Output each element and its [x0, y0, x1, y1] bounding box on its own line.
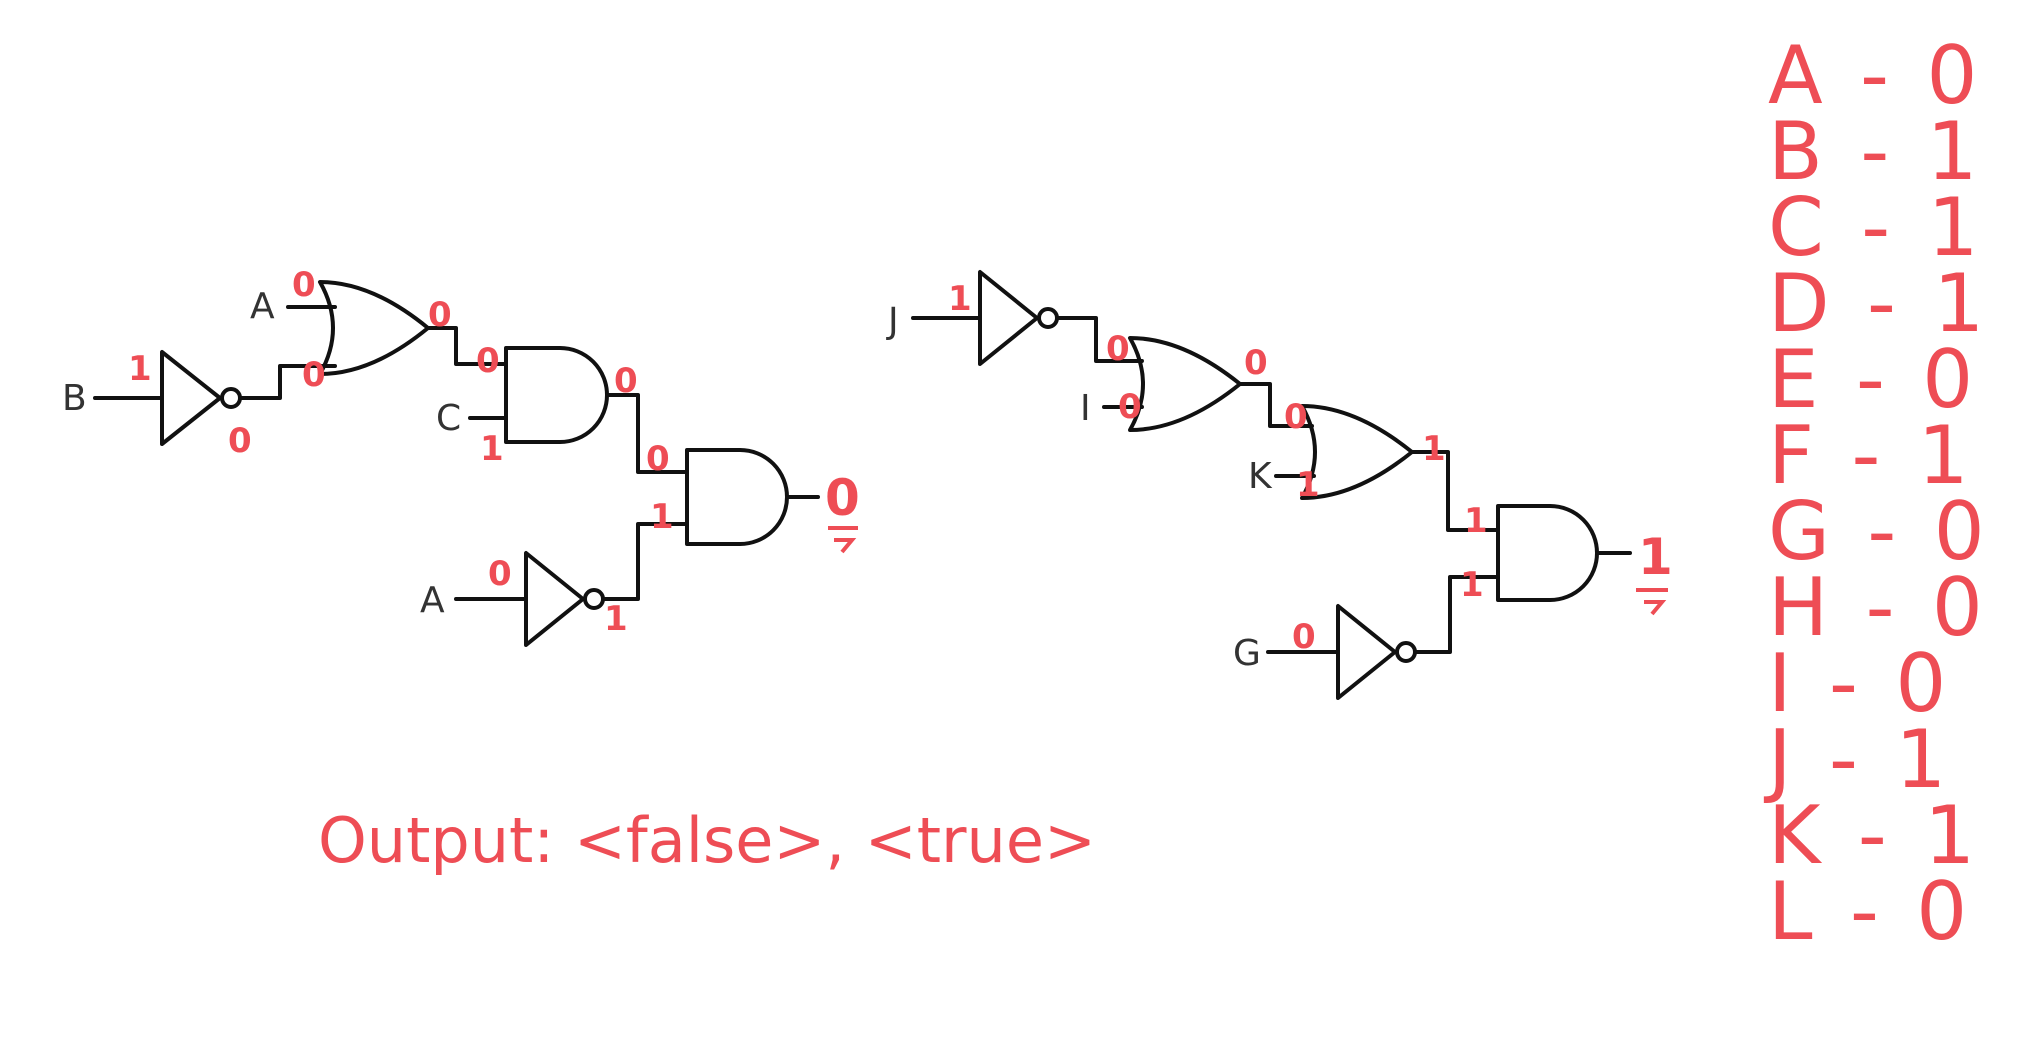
legend-item-d: D - 1	[1768, 257, 1990, 350]
wire-not2-to-and2	[601, 522, 689, 601]
annotation-not1-out: 0	[228, 421, 252, 461]
not-gate-1-bubble	[220, 387, 242, 409]
annotation-or2-out: 1	[1422, 429, 1446, 469]
annotation-and-in-bottom: 1	[1460, 565, 1484, 605]
wire-not1-to-or	[238, 364, 337, 400]
wire-or-to-and1	[426, 326, 508, 366]
not-gate-3	[978, 270, 1039, 366]
annotation-k-in: 1	[1296, 465, 1320, 505]
annotation-or1-out: 0	[1244, 343, 1268, 383]
not-gate-1	[160, 350, 222, 446]
circuit-2-final-output: 1	[1638, 528, 1673, 586]
circuit-1-final-underline	[828, 526, 858, 554]
or-gate-3	[1300, 404, 1414, 500]
not-gate-3-bubble	[1037, 307, 1059, 329]
annotation-a-bottom-in: 0	[488, 554, 512, 594]
not-gate-4-bubble	[1395, 641, 1417, 663]
or-gate-2	[1128, 336, 1242, 432]
wire-not3-to-or1	[1055, 316, 1144, 363]
variable-legend: A - 0 B - 1 C - 1 D - 1 E - 0 F - 1 G - …	[1763, 29, 1991, 958]
annotation-and1-out: 0	[614, 361, 638, 401]
annotation-or2-in-top: 0	[1284, 397, 1308, 437]
not-gate-2	[524, 551, 585, 647]
legend-item-b: B - 1	[1768, 105, 1984, 198]
circuit-1-final-output: 0	[825, 469, 860, 527]
annotation-or-in-top: 0	[292, 265, 316, 305]
input-label-k: K	[1248, 456, 1273, 497]
and-gate-1	[504, 346, 609, 444]
annotation-and2-in-bottom: 1	[650, 497, 674, 537]
legend-item-e: E - 0	[1768, 333, 1979, 426]
input-label-g: G	[1233, 633, 1261, 674]
wire-and1-to-and2	[605, 393, 689, 474]
output-summary-text: Output: <false>, <true>	[318, 804, 1096, 877]
circuit-1: B A C A 1 0 0 0 0 0 1 0 0 1	[62, 265, 860, 647]
annotation-not2-out: 1	[604, 599, 628, 639]
legend-item-i: I - 0	[1768, 637, 1952, 730]
and-gate-2	[685, 448, 789, 546]
annotation-or-in-bottom: 0	[302, 355, 326, 395]
annotation-b-in: 1	[128, 349, 152, 389]
legend-item-j: J - 1	[1763, 713, 1952, 806]
wire-or2-to-and	[1410, 450, 1500, 532]
wire-or1-to-or2	[1238, 382, 1314, 428]
input-label-a-top: A	[250, 286, 275, 327]
and-gate-3	[1496, 504, 1599, 602]
legend-item-c: C - 1	[1768, 181, 1984, 274]
input-label-b: B	[62, 378, 87, 419]
annotation-i-in: 0	[1118, 387, 1142, 427]
annotation-c-in: 1	[480, 429, 504, 469]
annotation-g-in: 0	[1292, 617, 1316, 657]
input-label-j: J	[886, 301, 899, 342]
annotation-or-out: 0	[428, 295, 452, 335]
legend-item-h: H - 0	[1768, 561, 1989, 654]
annotation-and2-in-top: 0	[646, 439, 670, 479]
circuit-2-final-underline	[1636, 588, 1668, 616]
or-gate-1	[318, 280, 430, 376]
legend-item-a: A - 0	[1768, 29, 1983, 122]
annotation-or1-in-top: 0	[1106, 329, 1130, 369]
annotation-j-in: 1	[948, 279, 972, 319]
input-label-i: I	[1080, 388, 1091, 429]
legend-item-k: K - 1	[1768, 789, 1981, 882]
not-gate-4	[1336, 604, 1397, 700]
circuit-2: J I K G 1 0 0 0 0 1 1 1 1 0	[886, 270, 1673, 700]
not-gate-2-bubble	[583, 588, 605, 610]
annotation-and-in-top: 1	[1464, 501, 1488, 541]
wire-not4-to-and	[1413, 575, 1500, 654]
legend-item-g: G - 0	[1768, 485, 1991, 578]
annotation-and1-in-top: 0	[476, 341, 500, 381]
legend-item-f: F - 1	[1768, 409, 1975, 502]
legend-item-l: L - 0	[1768, 865, 1973, 958]
input-label-a-bottom: A	[420, 580, 445, 621]
input-label-c: C	[436, 398, 461, 439]
